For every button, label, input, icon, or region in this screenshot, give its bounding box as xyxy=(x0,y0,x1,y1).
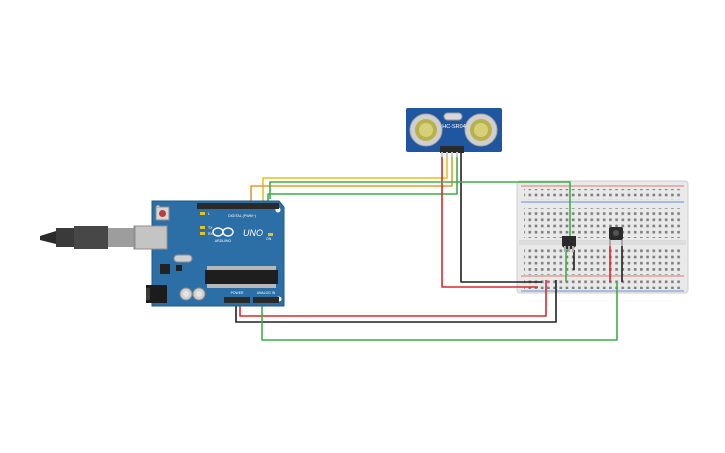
power-header[interactable] xyxy=(224,297,250,303)
wires xyxy=(235,152,623,341)
wire-red-power[interactable] xyxy=(239,280,547,317)
sensor-model-label: HC-SR04 xyxy=(442,124,466,130)
transistor[interactable] xyxy=(562,236,576,252)
arduino-logo-icon xyxy=(212,227,234,237)
analog-header[interactable] xyxy=(253,297,279,303)
dc-power-jack[interactable] xyxy=(146,285,167,303)
wire-green-analog[interactable] xyxy=(261,282,618,341)
led-rx xyxy=(200,232,205,235)
led-on-label: ON xyxy=(266,237,272,241)
ultrasonic-sensor[interactable]: HC-SR04 xyxy=(406,108,502,157)
wire-red-sensor[interactable] xyxy=(441,152,538,288)
breadboard[interactable] xyxy=(516,180,689,294)
wire-yellow[interactable] xyxy=(262,152,448,206)
led-tx xyxy=(200,226,205,229)
led-l xyxy=(200,212,205,215)
arduino-uno[interactable]: DIGITAL (PWM~) L TX RX ARDUINO UNO ON xyxy=(134,200,285,307)
led-l-label: L xyxy=(208,212,210,216)
wire-orange[interactable] xyxy=(250,152,453,206)
usb-port xyxy=(134,225,168,250)
crystal-oscillator xyxy=(173,254,193,263)
wire-black-ground[interactable] xyxy=(235,280,557,323)
digital-header[interactable] xyxy=(197,203,279,209)
atmega-chip xyxy=(205,270,278,284)
digital-header-label: DIGITAL (PWM~) xyxy=(228,214,256,218)
analog-header-label: ANALOG IN xyxy=(257,291,276,295)
wire-green-transistor[interactable] xyxy=(269,181,571,245)
arduino-model-label: UNO xyxy=(243,228,263,238)
led-tx-label: TX xyxy=(208,226,213,230)
buzzer[interactable] xyxy=(609,227,623,246)
power-header-label: POWER xyxy=(231,291,244,295)
led-on xyxy=(268,233,273,236)
sensor-crystal xyxy=(443,112,463,121)
arduino-brand-label: ARDUINO xyxy=(215,239,232,243)
led-rx-label: RX xyxy=(208,232,214,236)
wire-green-trig[interactable] xyxy=(267,152,458,206)
wire-black-sensor[interactable] xyxy=(460,152,542,283)
